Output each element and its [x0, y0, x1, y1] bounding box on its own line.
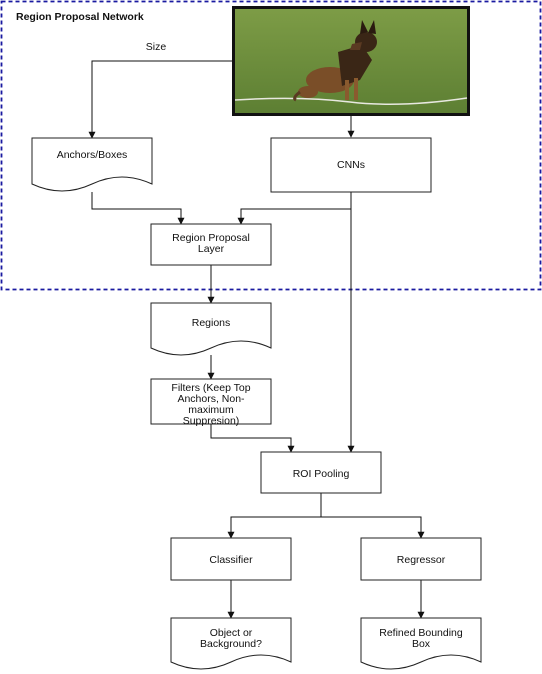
label-line: Regressor: [397, 554, 446, 566]
label-line: Suppresion): [183, 415, 240, 427]
label-line: Refined Bounding: [379, 627, 463, 639]
label-line: CNNs: [337, 159, 365, 171]
node-regions: Regions: [150, 302, 272, 356]
label-line: Object or: [210, 627, 253, 639]
label-line: Classifier: [209, 554, 253, 566]
label-line: Filters (Keep Top: [171, 382, 250, 394]
dog-photo: [232, 6, 470, 116]
rpn-title: Region Proposal Network: [16, 11, 144, 23]
label-line: maximum: [188, 404, 234, 416]
node-regressor: Regressor: [360, 537, 482, 581]
node-cnns: CNNs: [270, 137, 432, 193]
label-line: Anchors/Boxes: [57, 149, 128, 161]
node-regions-label: Regions: [192, 317, 231, 329]
node-classifier-label: Classifier: [209, 554, 253, 566]
node-roi-pooling: ROI Pooling: [260, 451, 382, 494]
node-regressor-label: Regressor: [397, 554, 446, 566]
edges: [88, 60, 425, 619]
node-roi-label: ROI Pooling: [293, 468, 350, 480]
node-anchors-label: Anchors/Boxes: [57, 149, 128, 161]
label-line: ROI Pooling: [293, 468, 350, 480]
label-line: Box: [412, 638, 431, 650]
label-line: Background?: [200, 638, 262, 650]
label-line: Anchors, Non-: [177, 393, 245, 405]
node-classifier: Classifier: [170, 537, 292, 581]
label-line: Layer: [198, 243, 225, 255]
label-line: Region Proposal: [172, 232, 250, 244]
node-cnns-label: CNNs: [337, 159, 365, 171]
rpn-frame: [0, 0, 542, 291]
node-anchors-boxes: Anchors/Boxes: [31, 137, 153, 192]
label-line: Regions: [192, 317, 231, 329]
edge-label-size: Size: [146, 41, 167, 53]
